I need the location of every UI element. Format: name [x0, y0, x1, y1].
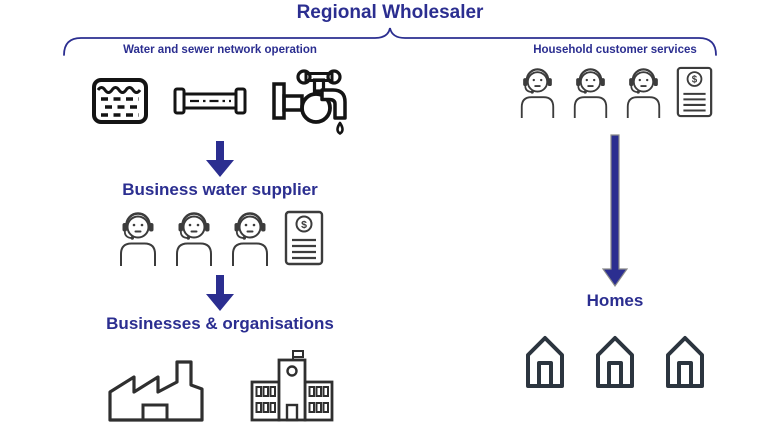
homes-heading: Homes: [586, 291, 644, 310]
business-water-supplier-heading: Business water supplier: [122, 180, 318, 199]
buildings-row: [105, 348, 335, 424]
dollar-sign: $: [692, 75, 698, 86]
down-arrow: [206, 141, 234, 177]
agent-icon: [626, 68, 661, 118]
tap-icon: [272, 69, 347, 135]
house-icon: [666, 336, 704, 388]
factory-icon: [108, 360, 204, 422]
down-arrow: [206, 275, 234, 311]
businesses-organisations-heading: Businesses & organisations: [106, 314, 334, 333]
utility-icons-row: [91, 66, 349, 136]
agent-icon: [520, 68, 555, 118]
left-branch: Water and sewer network operation: [68, 44, 372, 424]
right-branch: Household customer services: [462, 44, 768, 391]
agent-icon: [232, 212, 268, 266]
house-icon: [596, 336, 634, 388]
pipe-icon: [173, 87, 247, 115]
right-branch-header: Household customer services: [533, 44, 697, 56]
long-down-arrow: [601, 134, 629, 288]
agent-icon: [176, 212, 212, 266]
office-building-icon: [250, 350, 334, 422]
left-agents-row: $: [116, 210, 324, 266]
left-branch-header: Water and sewer network operation: [123, 44, 317, 56]
house-icon: [526, 336, 564, 388]
invoice-icon: $: [676, 66, 713, 118]
invoice-icon: $: [284, 210, 324, 266]
water-tank-icon: [92, 78, 148, 124]
dollar-sign: $: [301, 219, 307, 231]
page-title: Regional Wholesaler: [296, 2, 484, 23]
brace-divider: [63, 27, 717, 56]
agent-icon: [120, 212, 156, 266]
right-agents-row: $: [517, 66, 713, 118]
houses-row: [523, 333, 707, 391]
agent-icon: [573, 68, 608, 118]
